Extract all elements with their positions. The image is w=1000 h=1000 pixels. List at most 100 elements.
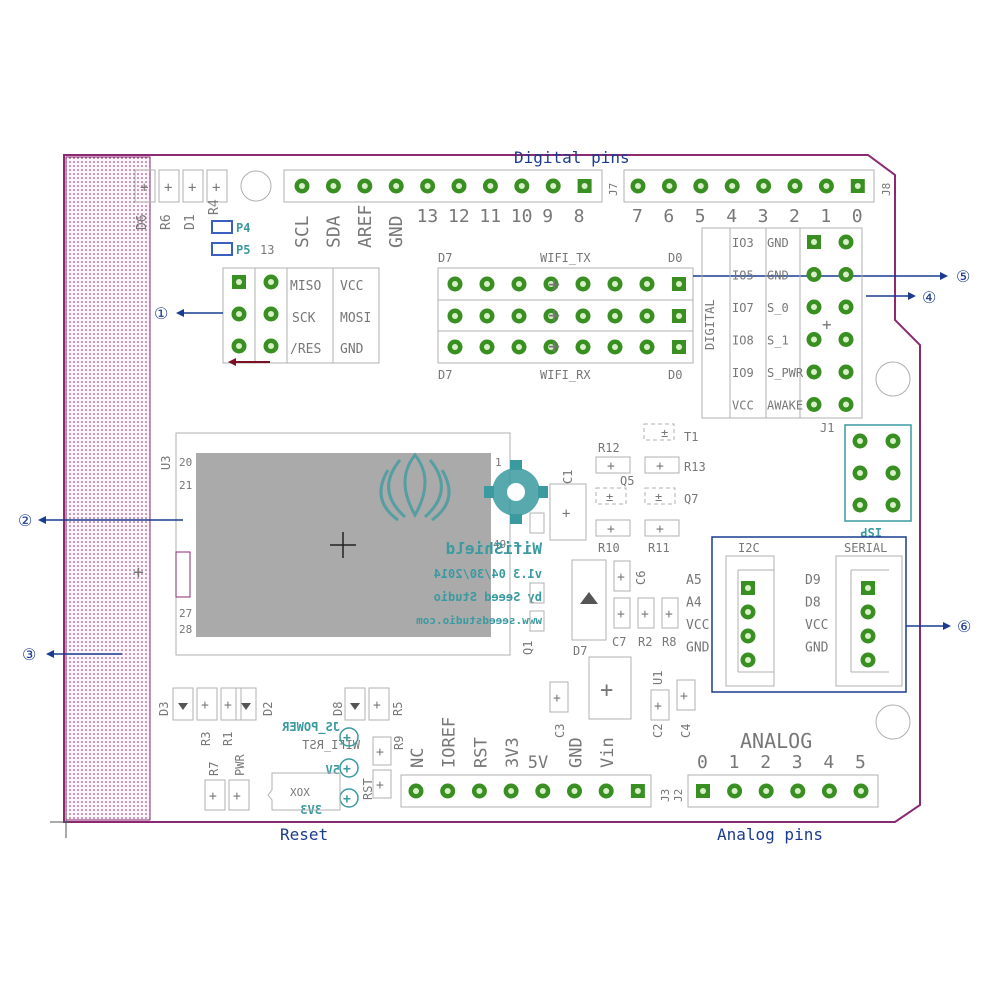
digital-pads-right (630, 178, 865, 194)
digital-pin-pad (630, 178, 646, 194)
wifi-io-pad (806, 364, 822, 380)
svg-text:±: ± (655, 490, 662, 504)
svg-text:+: + (548, 334, 560, 358)
analog-pin-pad (758, 783, 774, 799)
wifi-io-pad (806, 332, 822, 347)
digital-pin-pad (451, 178, 467, 194)
grove-serial-pad (860, 652, 876, 668)
label-j2: J2 (672, 789, 685, 802)
analog-pin-pad (853, 783, 869, 799)
icsp-pin-pad (263, 306, 279, 322)
wifi-header-pad (479, 339, 495, 355)
wifi-header-pad (447, 308, 463, 324)
module-pin-1: 1 (495, 456, 502, 469)
label-u1: U1 (651, 671, 665, 685)
label-p5: P5 (236, 243, 250, 257)
digital-pin-pad (661, 178, 677, 194)
isp-header: ISP (844, 424, 912, 539)
svg-text:+: + (654, 699, 662, 714)
digital-pin-label: 11 (479, 206, 501, 227)
label-r1: R1 (221, 732, 235, 746)
label-c7: C7 (612, 635, 626, 649)
power-pin-pad (535, 783, 551, 799)
grove-i2c-pad (740, 628, 756, 644)
callout-4: ④ (866, 288, 936, 307)
power-pin-label: RST (471, 737, 491, 768)
svg-text:+: + (376, 745, 384, 760)
svg-text:+: + (212, 180, 220, 196)
icsp-res: /RES (290, 342, 321, 357)
wifi-digital: DIGITAL (703, 299, 717, 350)
grove-serial-pad (861, 581, 875, 595)
isp-pad (885, 433, 901, 449)
digital-pads-left (294, 178, 592, 194)
brand-line-1: WifiShield (446, 539, 542, 558)
analog-pin-label: 3 (792, 752, 803, 773)
grove-serial-label: D8 (805, 596, 821, 611)
label-p4: P4 (236, 221, 250, 235)
label-r12: R12 (598, 441, 620, 455)
svg-text:+: + (343, 731, 351, 746)
digital-pin-pad (577, 179, 592, 193)
grove-serial-pad (860, 628, 876, 644)
svg-text:+: + (656, 522, 664, 537)
grove-i2c-pad (741, 581, 755, 595)
label-r8: R8 (662, 635, 676, 649)
wifi-header-pad (672, 309, 686, 323)
label-r2: R2 (638, 635, 652, 649)
isp-pad (852, 497, 868, 513)
digital-pin-pad (818, 178, 834, 194)
isp-pad (885, 465, 901, 481)
wifi-io-pad (838, 332, 854, 347)
label-serial: SERIAL (844, 541, 887, 555)
svg-text:+: + (224, 698, 232, 713)
wifi-header-pad (639, 276, 655, 292)
wifi-io-label-left: VCC (732, 399, 754, 413)
svg-text:±: ± (606, 490, 613, 504)
brand-line-2: v1.3 04/30/2014 (434, 567, 542, 581)
digital-pin-label: 7 (632, 206, 643, 227)
jumper-pads: P4 P5 13 (211, 220, 274, 257)
label-c1: C1 (561, 470, 575, 484)
mounting-hole-bottom-right (875, 704, 911, 740)
label-d1: D1 (183, 214, 198, 230)
wifi-io-pad (838, 234, 854, 250)
wifi-header-pad (575, 276, 591, 292)
wifi-header-pad (543, 276, 559, 292)
wifi-io-label-mid: S_1 (767, 334, 789, 348)
icsp-gnd: GND (340, 342, 364, 357)
wifi-header-pad (543, 339, 559, 355)
grove-serial-label: D9 (805, 573, 821, 588)
label-q5: Q5 (620, 474, 634, 488)
svg-text:+: + (548, 303, 560, 327)
wifi-bot-right: D0 (668, 368, 682, 382)
grove-i2c-label: A5 (686, 573, 702, 588)
svg-text:XOX: XOX (290, 786, 310, 799)
power-pin-label: 3V3 (503, 737, 523, 768)
seeed-logo (379, 452, 451, 522)
analog-pin-label: 0 (697, 752, 708, 773)
wifi-io-pad (838, 397, 854, 412)
svg-text:+: + (607, 522, 615, 537)
wifi-io-pad (838, 364, 854, 380)
wifi-io-label-mid: S_0 (767, 301, 789, 315)
wifi-header-pad (575, 308, 591, 324)
digital-pin-pad (482, 178, 498, 194)
svg-text:+: + (343, 792, 351, 807)
wifi-io-label-left: IO3 (732, 236, 754, 250)
label-q7: Q7 (684, 492, 698, 506)
label-c4: C4 (679, 724, 693, 738)
wifi-io-label-left: IO8 (732, 334, 754, 348)
digital-pin-label: 5 (695, 206, 706, 227)
label-r13: R13 (684, 460, 706, 474)
wifi-io-pad (806, 267, 822, 282)
wifi-io-pad (838, 299, 854, 315)
grove-serial-label: GND (805, 641, 829, 656)
digital-pin-pad (357, 178, 373, 194)
module-pin-28: 28 (179, 623, 192, 636)
isp-pad (885, 497, 901, 513)
callout-2: ② (18, 511, 183, 530)
svg-text:⑥: ⑥ (957, 617, 971, 636)
module-pin-21: 21 (179, 479, 192, 492)
